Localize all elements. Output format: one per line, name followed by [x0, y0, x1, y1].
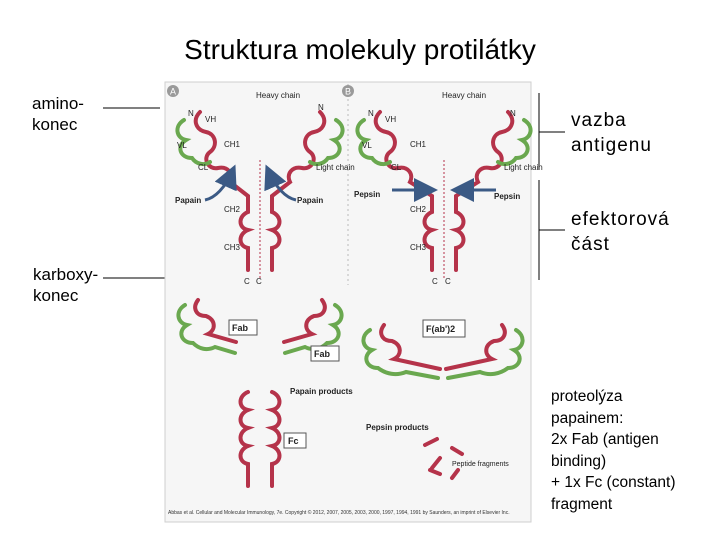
fc-label: Fc — [288, 436, 299, 446]
note-line-1: proteolýza — [551, 388, 623, 405]
papain-label-left: Papain — [175, 196, 201, 205]
light-chain-b-left — [355, 118, 392, 167]
antibody-b — [355, 110, 533, 272]
ch3-label-a: CH3 — [224, 243, 241, 252]
vh-label-a: VH — [205, 115, 216, 124]
amino-terminus-label: amino- konec — [32, 93, 84, 135]
heavy-chain-a-right — [265, 110, 327, 272]
carboxy-label-line-2: konec — [33, 286, 79, 305]
effector-label-line-1: efektorová — [571, 209, 670, 230]
fab-label-2: Fab — [314, 349, 331, 359]
papain-label-right: Papain — [297, 196, 323, 205]
fab-box-1 — [228, 319, 258, 336]
papain-arrow-left — [204, 164, 237, 202]
c-terminus-b-1: C — [432, 277, 438, 286]
light-chain-label-a: Light chain — [316, 163, 355, 172]
ch1-label-b: CH1 — [410, 140, 427, 149]
note-line-2: papainem: — [551, 409, 624, 427]
light-chain-label-b: Light chain — [504, 163, 543, 172]
amino-label-line-2: konec — [32, 115, 78, 134]
vh-label-b: VH — [385, 115, 396, 124]
papain-products-drawing — [176, 298, 344, 488]
proteolysis-notes: proteolýza papainem: 2x Fab (antigen bin… — [551, 386, 716, 515]
effector-label-line-2: část — [571, 234, 610, 255]
figure-panel — [164, 81, 532, 523]
carboxy-label-line-1: karboxy- — [33, 265, 99, 284]
note-line-6: fragment — [551, 495, 613, 513]
page-title: Struktura molekuly protilátky — [184, 34, 536, 65]
pepsin-label-left: Pepsin — [354, 190, 380, 199]
fab-label-1: Fab — [232, 323, 249, 333]
fc-box — [283, 432, 307, 449]
light-chain-a-right — [308, 118, 345, 167]
binding-label-line-2: antigenu — [571, 135, 652, 156]
n-terminus-a-1: N — [188, 109, 194, 118]
c-terminus-b-2: C — [445, 277, 451, 286]
papain-products-label: Papain products — [290, 387, 353, 396]
fab-left-light — [176, 303, 237, 355]
heavy-chain-label-a: Heavy chain — [256, 91, 300, 100]
fab2-right-heavy — [444, 323, 507, 371]
carboxy-terminus-label: karboxy- konec — [33, 264, 98, 306]
c-terminus-a-2: C — [256, 277, 262, 286]
fab2-box — [422, 319, 466, 338]
panel-a-label: A — [170, 87, 176, 97]
fab2-left-heavy — [379, 323, 442, 371]
ch1-label-a: CH1 — [224, 140, 241, 149]
n-terminus-a-2: N — [318, 103, 324, 112]
n-terminus-b-1: N — [368, 109, 374, 118]
vl-label-a: VL — [177, 141, 187, 150]
note-line-4: binding) — [551, 452, 607, 470]
cl-label-a: CL — [198, 163, 209, 172]
note-line-3: 2x Fab (antigen — [551, 431, 659, 448]
fab-right-heavy — [282, 298, 327, 344]
pepsin-products-label: Pepsin products — [366, 423, 429, 432]
fab-left-heavy — [193, 298, 238, 344]
fc-left-chain — [238, 390, 255, 488]
binding-label-line-1: vazba — [571, 110, 627, 131]
fab2-right-light — [446, 328, 525, 380]
fc-right-chain — [265, 390, 282, 488]
heavy-chain-label-b: Heavy chain — [442, 91, 486, 100]
papain-arrow-right — [264, 164, 297, 202]
ch2-label-b: CH2 — [410, 205, 427, 214]
light-chain-a-left — [175, 118, 212, 167]
fab-box-2 — [310, 345, 340, 362]
panel-b-label: B — [345, 87, 351, 97]
peptide-fragments-label: Peptide fragments — [452, 461, 509, 468]
antigen-binding-label: vazba antigenu — [571, 108, 652, 158]
heavy-chain-b-left — [373, 110, 439, 272]
pepsin-label-right: Pepsin — [494, 192, 520, 201]
note-line-5: + 1x Fc (constant) — [551, 474, 676, 491]
figure-labels: Heavy chain Heavy chain Light chain Ligh… — [175, 91, 543, 468]
pepsin-products-drawing — [361, 323, 525, 480]
amino-label-line-1: amino- — [32, 94, 84, 113]
peptide-fragments-drawing — [423, 437, 464, 480]
panel-b-marker — [342, 85, 354, 97]
fab2-left-light — [361, 328, 440, 380]
ch2-label-a: CH2 — [224, 205, 241, 214]
effector-part-label: efektorová část — [571, 207, 670, 257]
cl-label-b: CL — [391, 163, 402, 172]
light-chain-b-right — [496, 118, 533, 167]
ch3-label-b: CH3 — [410, 243, 427, 252]
copyright-text: Abbas et al. Cellular and Molecular Immu… — [168, 509, 510, 516]
fab2-label: F(ab')2 — [426, 324, 455, 334]
n-terminus-b-2: N — [510, 109, 516, 118]
c-terminus-a-1: C — [244, 277, 250, 286]
panel-a-marker — [167, 85, 179, 97]
vl-label-b: VL — [362, 141, 372, 150]
heavy-chain-b-right — [449, 110, 515, 272]
